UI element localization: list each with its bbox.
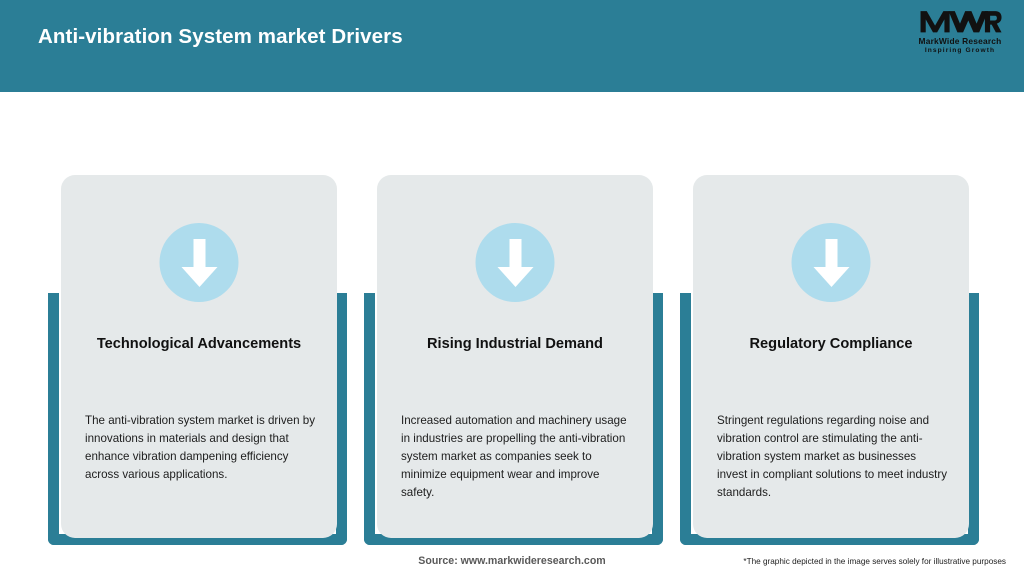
- card-title: Regulatory Compliance: [749, 336, 913, 352]
- card-panel[interactable]: Rising Industrial Demand Increased autom…: [377, 175, 653, 538]
- driver-card-2[interactable]: Rising Industrial Demand Increased autom…: [356, 92, 672, 545]
- drivers-card-row: Technological Advancements The anti-vibr…: [0, 92, 1024, 545]
- card-panel[interactable]: Technological Advancements The anti-vibr…: [61, 175, 337, 538]
- arrow-down-icon: [475, 223, 555, 302]
- card-body-text: Increased automation and machinery usage…: [401, 414, 627, 500]
- driver-card-1[interactable]: Technological Advancements The anti-vibr…: [40, 92, 356, 545]
- arrow-down-icon: [791, 223, 871, 302]
- disclaimer-label: *The graphic depicted in the image serve…: [743, 557, 1006, 566]
- source-label: Source: www.markwideresearch.com: [418, 555, 606, 567]
- arrow-down-icon: [159, 223, 239, 302]
- mwr-monogram-icon: [920, 11, 1002, 33]
- card-body-text: Stringent regulations regarding noise an…: [717, 414, 948, 500]
- logo-company-name: MarkWide Research: [918, 36, 1002, 46]
- card-panel[interactable]: Regulatory Compliance Stringent regulati…: [693, 175, 969, 538]
- card-accent-frame: [680, 293, 979, 545]
- card-title: Technological Advancements: [96, 336, 302, 352]
- brand-logo: MarkWide Research Inspiring Growth: [908, 8, 1012, 60]
- card-accent-frame: [364, 293, 663, 545]
- card-accent-frame: [48, 293, 347, 545]
- page-title: Anti-vibration System market Drivers: [38, 25, 403, 48]
- driver-card-3[interactable]: Regulatory Compliance Stringent regulati…: [672, 92, 988, 545]
- card-title: Rising Industrial Demand: [427, 336, 603, 352]
- page-header: Anti-vibration System market Drivers Mar…: [0, 0, 1024, 92]
- logo-tagline: Inspiring Growth: [924, 47, 996, 54]
- card-body-text: The anti-vibration system market is driv…: [85, 414, 316, 482]
